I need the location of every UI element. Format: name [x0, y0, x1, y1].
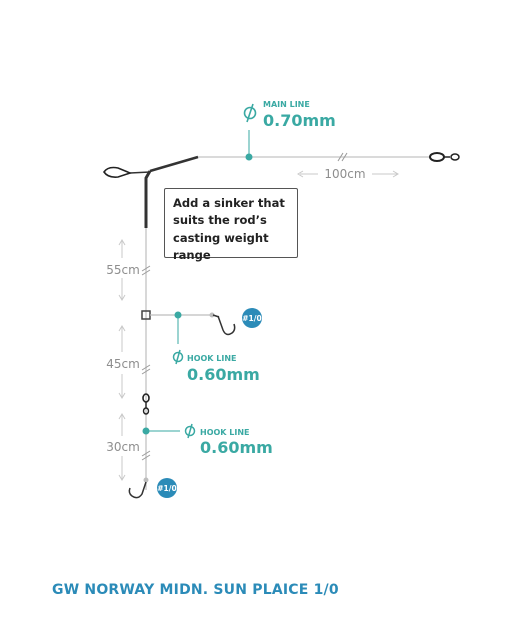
dropper-1 [141, 310, 236, 344]
break-marks [141, 265, 151, 461]
swivel-icon [142, 393, 150, 415]
hook-size-badge [157, 478, 177, 498]
boom-icon [129, 155, 199, 228]
bottom-hook [128, 477, 149, 499]
hook-size-badge [242, 308, 262, 328]
sinker-note-line: Add a sinker that [173, 196, 285, 210]
main-length-label: 100cm [324, 167, 365, 181]
dropper-2 [142, 427, 180, 435]
segment-dimensions [118, 239, 126, 481]
hook-size-badge-text: #1/0 [157, 484, 176, 493]
segment-1-length: 55cm [106, 263, 140, 277]
hook-size-badge-text: #1/0 [242, 314, 261, 323]
segment-3-length: 30cm [106, 440, 140, 454]
hook-line-2-value: 0.60mm [200, 438, 273, 457]
sinker-note-line: casting weight range [173, 230, 269, 262]
main-length-dimension [297, 170, 399, 178]
product-title: GW NORWAY MIDN. SUN PLAICE 1/0 [52, 582, 339, 598]
main-line-label: MAIN LINE [263, 100, 310, 109]
main-line [198, 130, 460, 162]
hook-icon [217, 315, 236, 336]
hook-line-1-value: 0.60mm [187, 365, 260, 384]
hook-line-1-label: HOOK LINE [187, 354, 237, 363]
sinker-note: Add a sinker that suits the rod’s castin… [164, 188, 298, 262]
segment-2-length: 45cm [106, 357, 140, 371]
hook-icon [128, 481, 147, 499]
diameter-icon [184, 423, 196, 439]
main-line-value: 0.70mm [263, 111, 336, 130]
diameter-icon [172, 349, 184, 365]
snap-icon [103, 166, 133, 178]
sinker-note-line: suits the rod’s [173, 213, 267, 228]
swivel-icon [429, 152, 460, 162]
diameter-icon [243, 103, 257, 123]
hook-line-2-label: HOOK LINE [200, 428, 250, 437]
